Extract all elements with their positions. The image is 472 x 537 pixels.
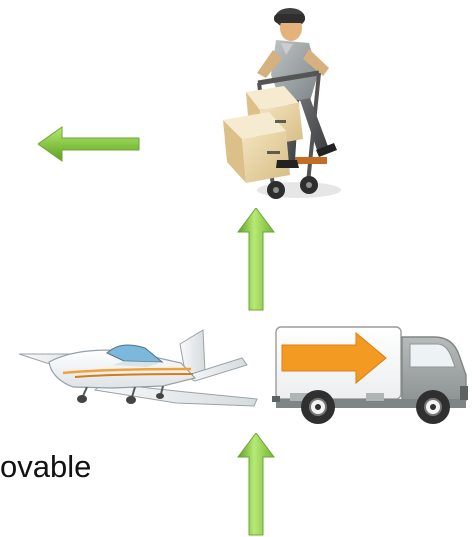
bottom-partial-text: ovable (0, 451, 91, 482)
delivery-truck-illustration (272, 323, 472, 429)
small-airplane-illustration (15, 320, 262, 412)
left-partial-text: l (0, 122, 1, 166)
upper-up-arrow-icon (235, 208, 277, 312)
left-arrow-icon (38, 125, 142, 163)
lower-up-arrow-icon (235, 433, 277, 537)
worker-with-hand-truck-illustration (215, 0, 357, 203)
